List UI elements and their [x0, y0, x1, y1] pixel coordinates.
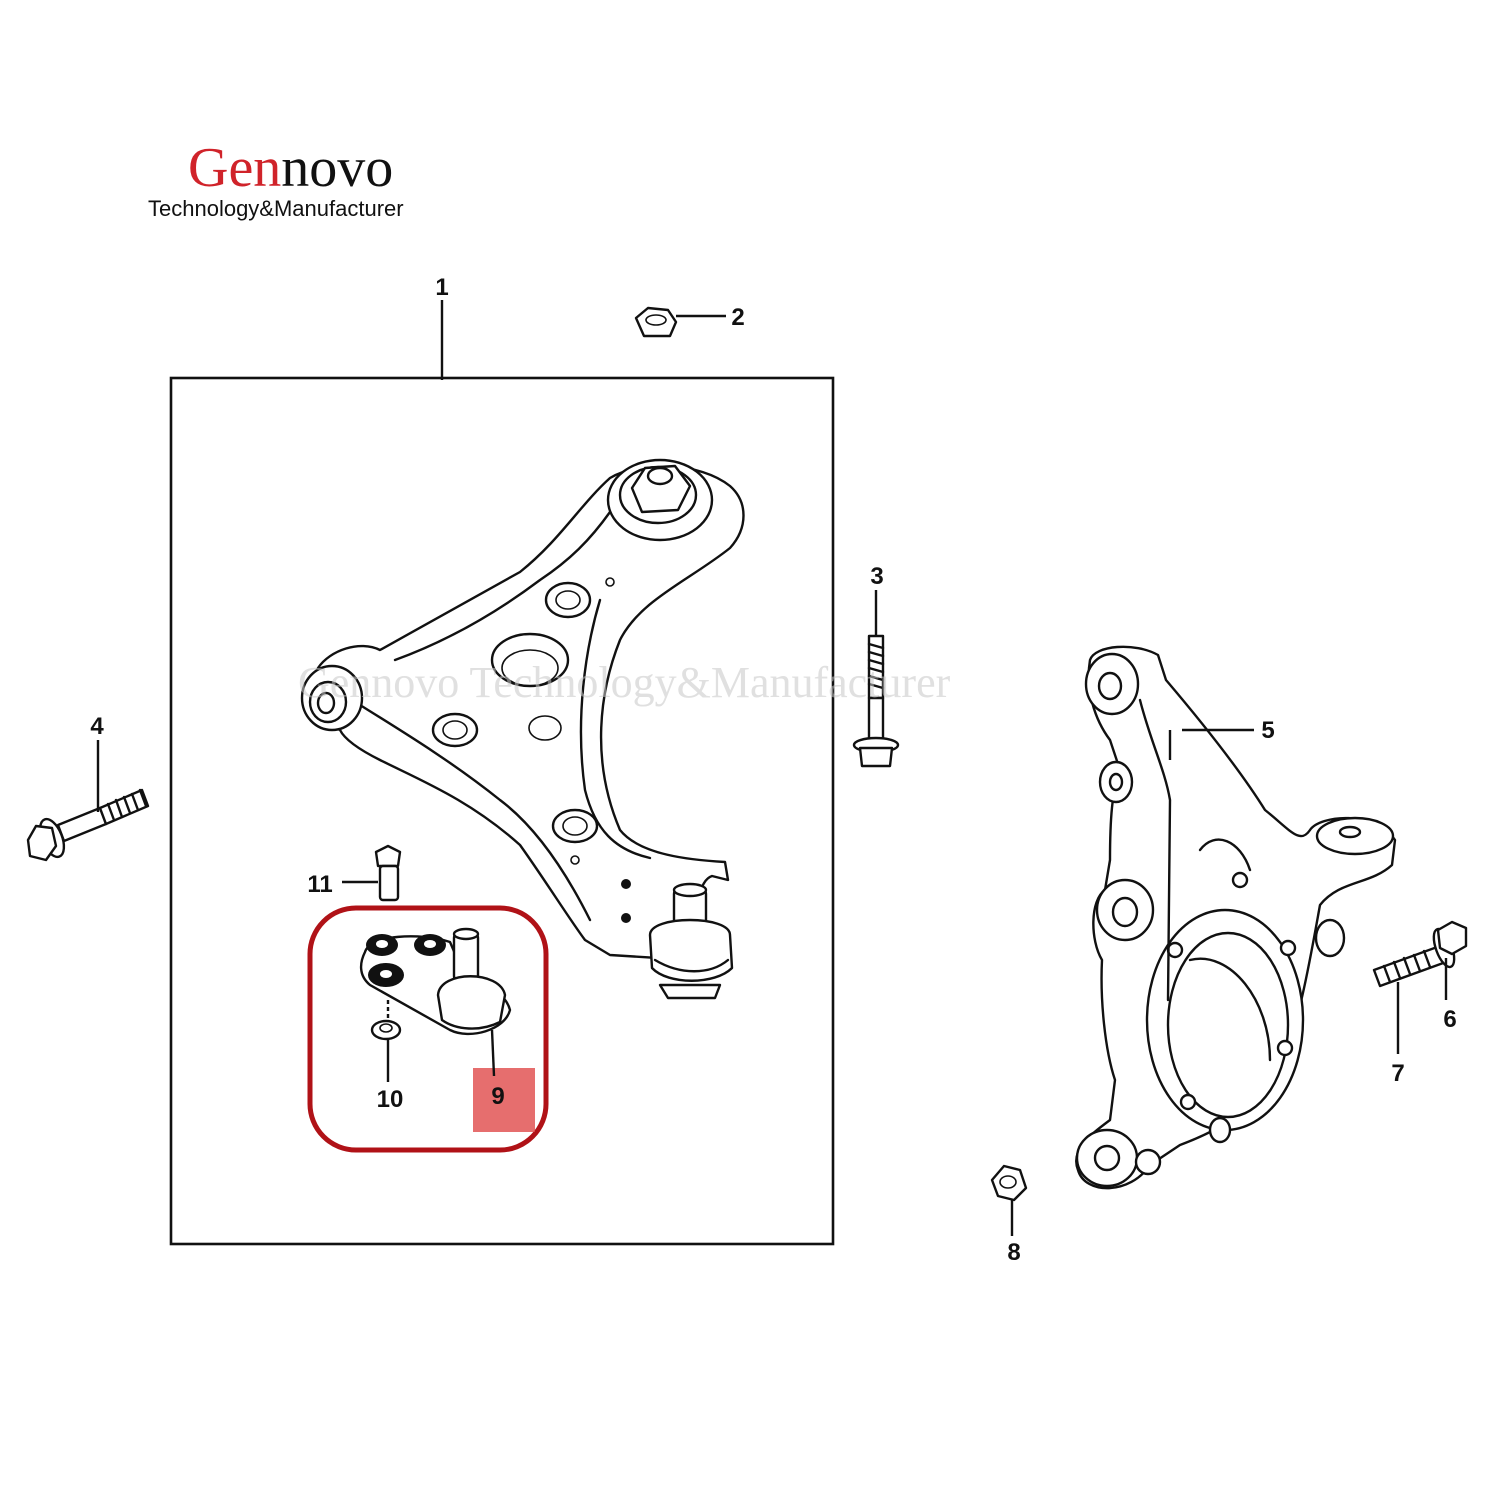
control-arm [300, 458, 745, 1000]
callout-1: 1 [435, 274, 448, 301]
nut-part-8 [990, 1164, 1028, 1236]
callout-9: 9 [491, 1083, 504, 1110]
callout-8: 8 [1007, 1239, 1020, 1266]
nut-part-2 [634, 306, 726, 338]
callout-7: 7 [1391, 1060, 1404, 1087]
callout-2: 2 [731, 304, 744, 331]
bolt-part-11 [342, 844, 402, 902]
brand-subtitle: Technology&Manufacturer [148, 196, 404, 221]
leader-part-9 [490, 1029, 496, 1077]
callout-3: 3 [870, 563, 883, 590]
callout-5: 5 [1261, 717, 1274, 744]
ball-joint-kit [359, 927, 512, 1041]
brand-logo: Gennovo Technology&Manufacturer [148, 137, 404, 221]
brand-name-part2: novo [281, 137, 393, 199]
callout-11: 11 [307, 871, 332, 898]
brand-title: Gennovo [188, 137, 393, 199]
assembly-frame [169, 376, 835, 1246]
callout-10: 10 [377, 1086, 404, 1113]
bolt-part-6 [1372, 920, 1468, 1000]
bolt-part-4 [26, 740, 150, 862]
callout-6: 6 [1443, 1006, 1456, 1033]
watermark: Gennovo Technology&Manufacturer [298, 658, 951, 707]
bolt-part-3 [852, 590, 900, 768]
brand-name-part1: Gen [188, 137, 281, 199]
callout-4: 4 [90, 713, 104, 740]
ball-joint-highlight [307, 905, 549, 1153]
callout-9-highlight [473, 1068, 535, 1132]
steering-knuckle [1075, 645, 1397, 1190]
